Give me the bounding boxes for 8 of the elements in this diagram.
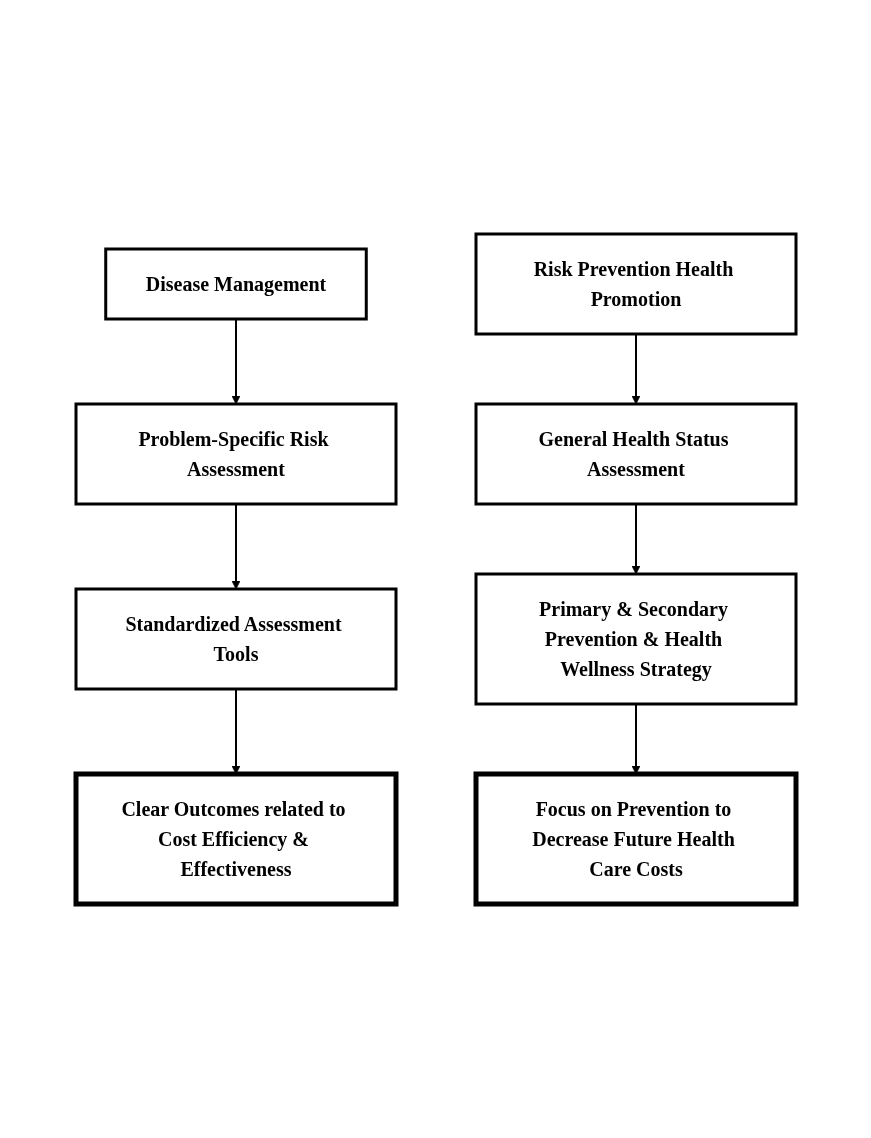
node-box: Disease Management [103, 247, 368, 321]
node-box: Primary & Secondary Prevention & Health Wellness Strategy [474, 572, 797, 706]
node-box: Problem-Specific Risk Assessment [74, 402, 397, 506]
node-box: Risk Prevention Health Promotion [474, 232, 797, 336]
node-box: Clear Outcomes related to Cost Efficiency & Effectiveness [73, 771, 398, 907]
node-box: Focus on Prevention to Decrease Future Health Care Costs [473, 771, 798, 907]
node-box: Standardized Assessment Tools [74, 587, 397, 691]
node-box: General Health Status Assessment [474, 402, 797, 506]
